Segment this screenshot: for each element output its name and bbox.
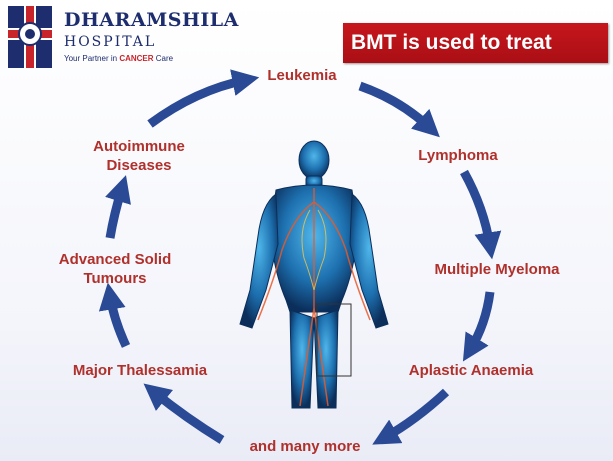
arrow-thalessamia-to-tumours	[98, 282, 131, 348]
title-banner: BMT is used to treat	[343, 23, 608, 63]
cycle-item-and-many-more: and many more	[249, 438, 361, 455]
hospital-logo: DHARAMSHILA HOSPITAL Your Partner in CAN…	[4, 4, 238, 74]
arrow-aplastic-to-more	[372, 388, 450, 445]
human-body-anatomy-icon	[239, 140, 389, 409]
page-title: BMT is used to treat	[351, 31, 552, 54]
tagline-accent: CANCER	[119, 54, 154, 63]
arrow-more-to-thalessamia	[143, 383, 225, 444]
logo-name: DHARAMSHILA	[64, 9, 239, 31]
arrow-autoimmune-to-leukemia	[147, 69, 260, 128]
cycle-item-advanced-solid-tumours: Advanced Solid Tumours	[58, 251, 172, 287]
cycle-item-lymphoma: Lymphoma	[418, 147, 498, 164]
arrow-leukemia-to-lymphoma	[358, 81, 440, 138]
arrow-myeloma-to-aplastic	[462, 291, 495, 362]
arrow-lymphoma-to-myeloma	[460, 169, 502, 260]
hospital-emblem-icon	[8, 6, 52, 68]
arrow-tumours-to-autoimmune	[105, 175, 131, 239]
cycle-item-major-thalessamia: Major Thalessamia	[72, 362, 208, 379]
cycle-item-aplastic-anaemia: Aplastic Anaemia	[408, 362, 534, 379]
logo-tagline: Your Partner in CANCER Care	[64, 54, 173, 64]
tagline-prefix: Your Partner in	[64, 54, 118, 63]
cycle-item-autoimmune-diseases: Autoimmune Diseases	[93, 138, 185, 174]
logo-subtitle: HOSPITAL	[64, 34, 157, 50]
cycle-item-leukemia: Leukemia	[267, 67, 337, 84]
cycle-item-multiple-myeloma: Multiple Myeloma	[434, 261, 560, 278]
tagline-suffix: Care	[155, 54, 174, 63]
